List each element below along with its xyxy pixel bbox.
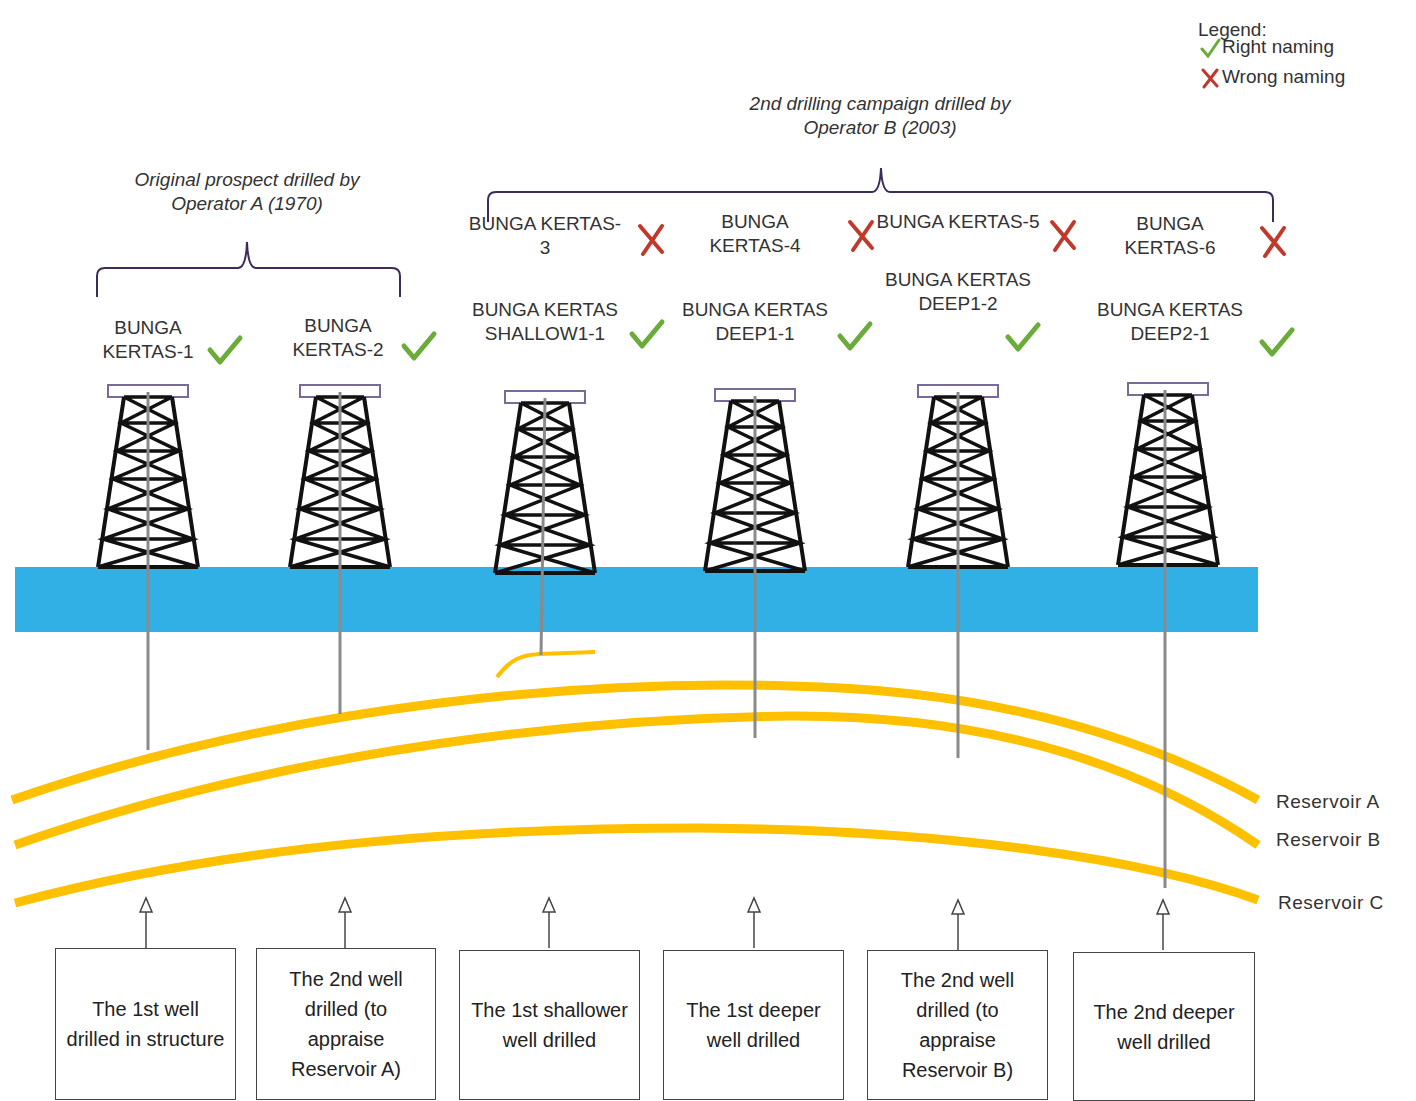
drilling-rigs <box>98 383 1218 573</box>
caption-box: The 2nd well drilled (to appraise Reserv… <box>867 950 1048 1100</box>
reservoir-label: Reservoir A <box>1276 790 1416 814</box>
sea-band <box>15 567 1258 632</box>
wrong-well-name: BUNGA KERTAS-5 <box>873 210 1043 234</box>
caption-box: The 1st well drilled in structure <box>55 948 236 1100</box>
reservoir-label: Reservoir C <box>1278 891 1416 915</box>
reservoir-label: Reservoir B <box>1276 828 1416 852</box>
tick-swatch <box>1199 37 1221 59</box>
caption-box: The 2nd well drilled (to appraise Reserv… <box>256 948 436 1100</box>
box-text: The 2nd deeper well drilled <box>1084 997 1244 1057</box>
box-text: The 1st deeper well drilled <box>674 995 833 1055</box>
wrong-well-name: BUNGA KERTAS-3 <box>465 212 625 261</box>
campaign-title: Original prospect drilled by Operator A … <box>97 168 397 217</box>
box-text: The 1st well drilled in structure <box>66 994 225 1054</box>
well-name: BUNGA KERTAS-1 <box>93 316 203 365</box>
well-name: BUNGA KERTAS DEEP2-1 <box>1090 298 1250 347</box>
well-bores <box>148 390 1165 888</box>
box-text: The 2nd well drilled (to appraise Reserv… <box>267 964 425 1084</box>
well-name: BUNGA KERTAS DEEP1-1 <box>675 298 835 347</box>
well-name: BUNGA KERTAS-2 <box>283 314 393 363</box>
box-text: The 2nd well drilled (to appraise Reserv… <box>878 965 1037 1085</box>
campaign-title: 2nd drilling campaign drilled by Operato… <box>715 92 1045 141</box>
caption-box: The 1st deeper well drilled <box>663 950 844 1100</box>
pointer-arrows <box>140 898 1169 950</box>
wrong-well-name: BUNGA KERTAS-6 <box>1095 212 1245 261</box>
well-name: BUNGA KERTAS DEEP1-2 <box>878 268 1038 317</box>
legend-text: Right naming <box>1222 35 1334 59</box>
reservoir-layers <box>12 652 1258 903</box>
wrong-well-name: BUNGA KERTAS-4 <box>680 210 830 259</box>
campaign-brackets <box>97 168 1273 297</box>
well-name: BUNGA KERTAS SHALLOW1-1 <box>460 298 630 347</box>
caption-box: The 2nd deeper well drilled <box>1073 952 1255 1101</box>
legend-text: Wrong naming <box>1222 65 1345 89</box>
box-text: The 1st shallower well drilled <box>470 995 629 1055</box>
cross-swatch <box>1199 67 1221 89</box>
caption-box: The 1st shallower well drilled <box>459 950 640 1100</box>
